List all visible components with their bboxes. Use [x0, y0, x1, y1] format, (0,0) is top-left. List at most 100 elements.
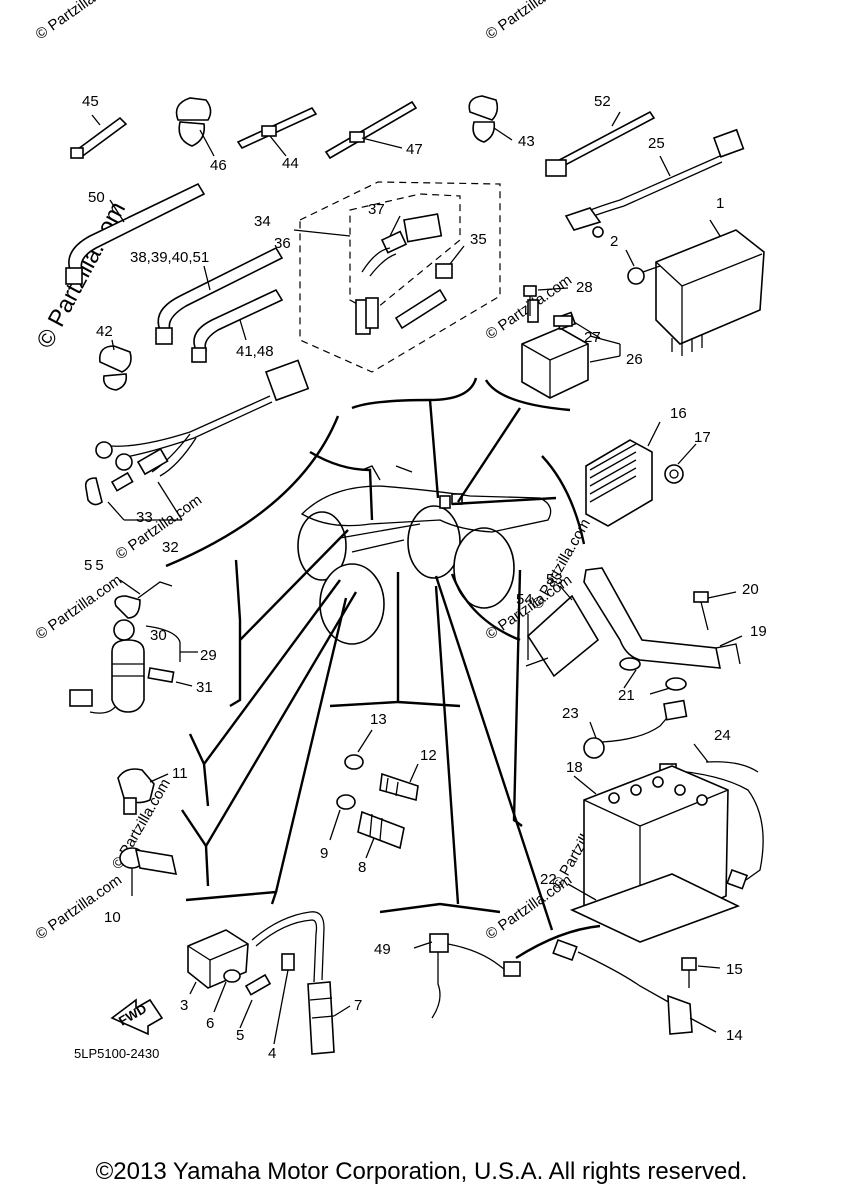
- callout-34: 34: [254, 213, 271, 230]
- part-10-sensor: [119, 847, 178, 896]
- part-13-washer: [344, 729, 373, 770]
- part-21-grommet: [619, 657, 687, 695]
- part-38-band: [155, 246, 284, 345]
- callout-26: 26: [626, 351, 643, 368]
- callout-18: 18: [566, 759, 583, 776]
- callout-36: 36: [274, 235, 291, 252]
- callout-27: 27: [584, 329, 601, 346]
- callout-7: 7: [354, 997, 362, 1014]
- callout-12: 12: [420, 747, 437, 764]
- part-17-nut: [664, 443, 697, 484]
- diagram-code: 5LP5100-2430: [74, 1046, 159, 1061]
- watermark-top-right: © Partzilla.com: [483, 0, 576, 43]
- callout-2: 2: [610, 233, 618, 250]
- callout-14: 14: [726, 1027, 743, 1044]
- watermark-battery: © Partzilla.com: [529, 516, 594, 612]
- part-43-clamp: [468, 95, 513, 143]
- callout-44: 44: [282, 155, 299, 172]
- part-44-cable-tie: [236, 106, 318, 157]
- callout-46: 46: [210, 157, 227, 174]
- callout-50: 50: [88, 189, 105, 206]
- callout-32: 32: [162, 539, 179, 556]
- callout-6: 6: [206, 1015, 214, 1032]
- callout-21: 21: [618, 687, 635, 704]
- part-50-band: [65, 182, 206, 285]
- copyright-notice: ©2013 Yamaha Motor Corporation, U.S.A. A…: [95, 1158, 748, 1185]
- callout-16: 16: [670, 405, 687, 422]
- part-25-lead: [564, 128, 745, 238]
- callout-55: 55: [84, 557, 107, 574]
- callout-17: 17: [694, 429, 711, 446]
- part-8-sensor: [357, 810, 405, 859]
- callout-49: 49: [374, 941, 391, 958]
- callout-47: 47: [406, 141, 423, 158]
- part-7-spark-plug-cap: [307, 981, 351, 1055]
- part-52-cable-tie: [545, 110, 656, 177]
- callout-10: 10: [104, 909, 121, 926]
- part-45-cable-tie: [70, 114, 128, 160]
- callout-23: 23: [562, 705, 579, 722]
- watermark-top-left: © Partzilla.com: [33, 0, 126, 43]
- callout-1: 1: [716, 195, 724, 212]
- callout-38-39-40-51: 38,39,40,51: [130, 249, 209, 266]
- watermark-mid-left: © Partzilla.com: [33, 571, 126, 643]
- callout-29: 29: [200, 647, 217, 664]
- part-15-bolt: [681, 957, 721, 988]
- part-23-lead: [583, 699, 688, 759]
- part-47-cable-tie: [324, 100, 418, 160]
- callout-31: 31: [196, 679, 213, 696]
- callout-30: 30: [150, 627, 167, 644]
- callout-54: 54: [516, 591, 533, 608]
- part-29-main-switch: [69, 625, 198, 714]
- callout-35: 35: [470, 231, 487, 248]
- part-20-bolt: [693, 591, 737, 631]
- part-2-bolt: [625, 249, 661, 285]
- callout-43: 43: [518, 133, 535, 150]
- part-53-plate: [526, 585, 600, 678]
- callout-25: 25: [648, 135, 665, 152]
- callout-labels: 1 2 3 4 5 6 7 8 9 10 11 12 13 14 15 16 1…: [82, 93, 767, 1062]
- part-11-neutral-switch: [117, 768, 169, 815]
- callout-15: 15: [726, 961, 743, 978]
- part-34-lead-kit: [293, 181, 501, 373]
- callout-33: 33: [136, 509, 153, 526]
- part-1-cdi-unit: [655, 219, 765, 356]
- part-26-starter-relay: [521, 299, 621, 399]
- callout-20: 20: [742, 581, 759, 598]
- part-22-battery-pad: [567, 873, 741, 943]
- callout-8: 8: [358, 859, 366, 876]
- part-5-bolt: [239, 973, 272, 1029]
- callout-19: 19: [750, 623, 767, 640]
- callout-37: 37: [368, 201, 385, 218]
- atv-reference-sketch: [297, 465, 552, 645]
- part-46-clamp: [175, 97, 215, 157]
- part-32-wire-harness: [84, 359, 310, 521]
- part-41-band: [191, 288, 284, 363]
- part-14-speed-sensor: [552, 938, 717, 1035]
- part-4-plug-cap-lead: [251, 911, 325, 1045]
- callout-42: 42: [96, 323, 113, 340]
- watermark-harness: © Partzilla.com: [113, 491, 206, 563]
- callout-41-48: 41,48: [236, 343, 274, 360]
- part-42-clamp: [98, 339, 132, 391]
- callout-53: 53: [546, 571, 563, 588]
- callout-9: 9: [320, 845, 328, 862]
- callout-4: 4: [268, 1045, 276, 1062]
- callout-3: 3: [180, 997, 188, 1014]
- callout-13: 13: [370, 711, 387, 728]
- callout-5: 5: [236, 1027, 244, 1044]
- part-49-sensor: [413, 933, 521, 1019]
- callout-22: 22: [540, 871, 557, 888]
- part-28-bolt: [523, 285, 569, 316]
- part-27-fuse: [553, 315, 601, 339]
- watermark-bottom-left: © Partzilla.com: [33, 871, 126, 943]
- part-54-bolt: [525, 614, 549, 667]
- callout-52: 52: [594, 93, 611, 110]
- callout-24: 24: [714, 727, 731, 744]
- callout-45: 45: [82, 93, 99, 110]
- part-30-key: [113, 579, 173, 641]
- fwd-arrow-icon: FWD: [110, 998, 164, 1036]
- part-16-rectifier-regulator: [585, 421, 661, 527]
- part-12-switch: [379, 763, 419, 802]
